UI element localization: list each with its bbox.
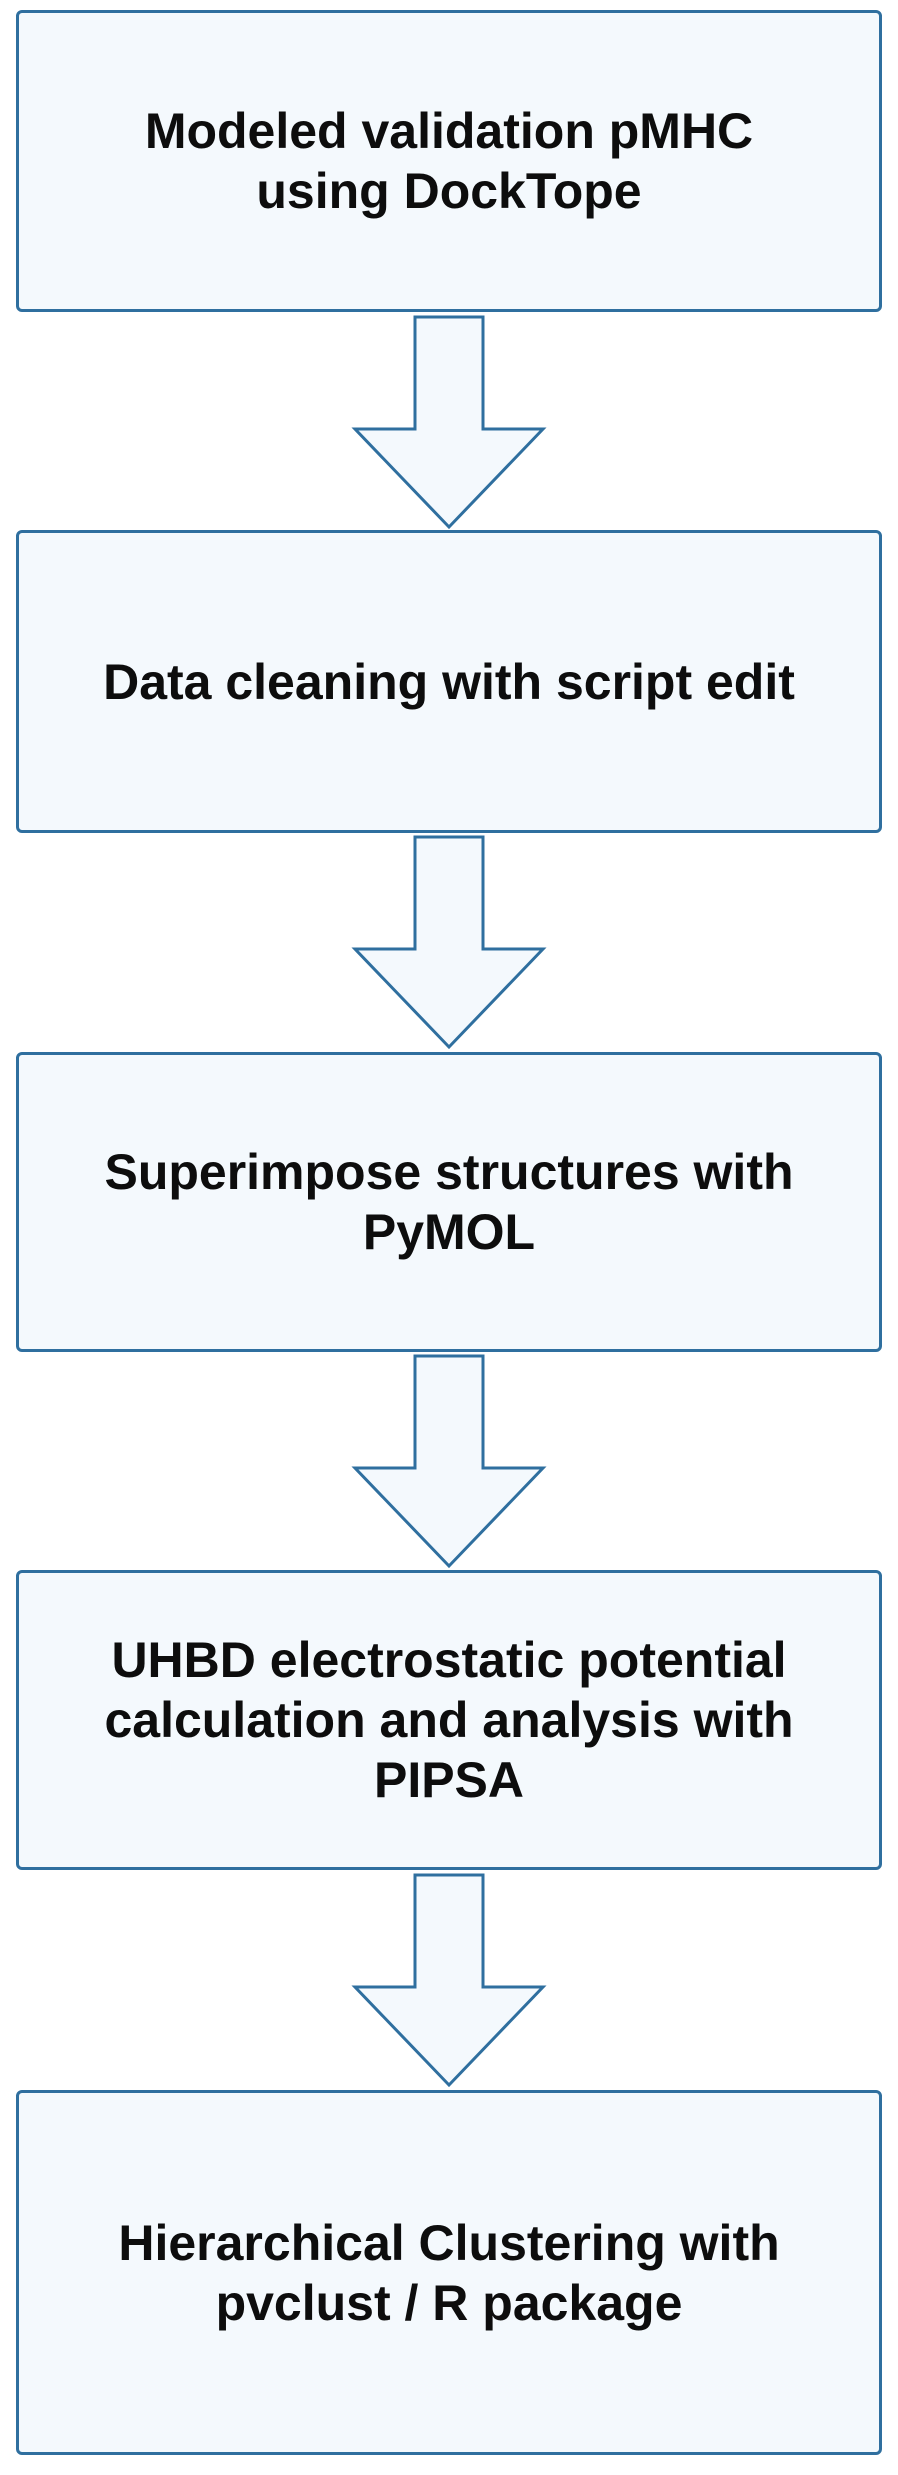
flow-step-4-label: UHBD electrostatic potential calculation… bbox=[104, 1632, 794, 1808]
down-arrow-icon bbox=[351, 315, 547, 530]
down-arrow-icon bbox=[351, 1873, 547, 2088]
flow-step-3: Superimpose structures with PyMOL bbox=[16, 1052, 882, 1352]
down-arrow-icon bbox=[351, 1354, 547, 1569]
flow-step-4: UHBD electrostatic potential calculation… bbox=[16, 1570, 882, 1870]
flow-step-2-label: Data cleaning with script edit bbox=[103, 653, 795, 710]
down-arrow-icon bbox=[351, 835, 547, 1050]
flow-step-3-label: Superimpose structures with PyMOL bbox=[104, 1144, 794, 1260]
flow-step-1-label: Modeled validation pMHC using DockTope bbox=[144, 103, 754, 219]
flow-step-5-label: Hierarchical Clustering with pvclust / R… bbox=[118, 2214, 780, 2331]
flow-step-2: Data cleaning with script edit bbox=[16, 530, 882, 833]
flow-step-1: Modeled validation pMHC using DockTope bbox=[16, 10, 882, 312]
flow-step-5: Hierarchical Clustering with pvclust / R… bbox=[16, 2090, 882, 2455]
